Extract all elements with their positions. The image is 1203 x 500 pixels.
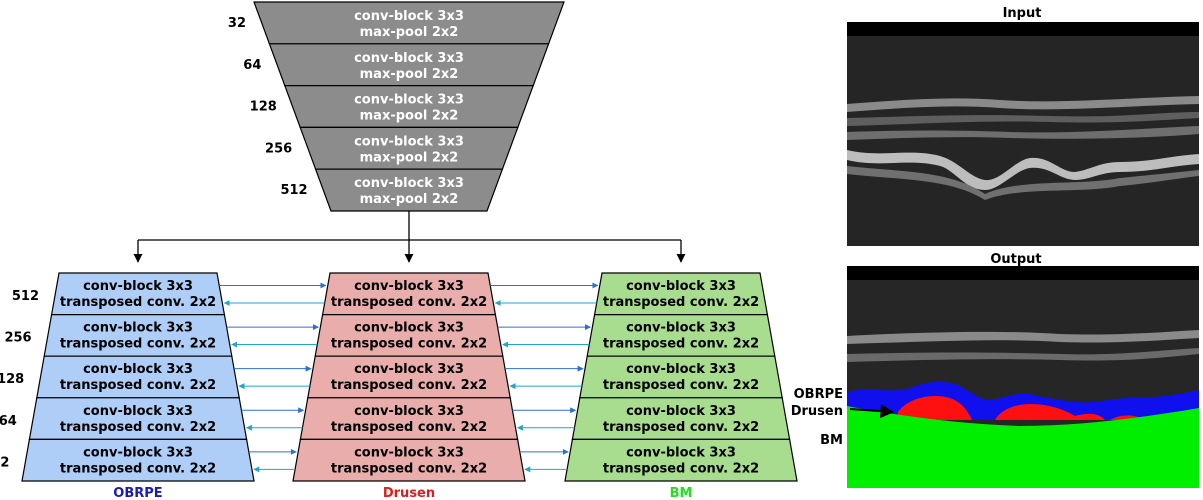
decoder-block-line2: transposed conv. 2x2 xyxy=(60,295,216,310)
decoder-bm-title: BM xyxy=(670,486,693,500)
input-oct-image xyxy=(847,22,1199,246)
decoder-size-label: 32 xyxy=(0,455,9,470)
decoder-block-shape xyxy=(21,438,255,482)
decoder-block-line1: conv-block 3x3 xyxy=(83,362,193,377)
encoder-size-label: 512 xyxy=(280,183,307,198)
decoder-block-line1: conv-block 3x3 xyxy=(354,404,464,419)
decoder-block-line1: conv-block 3x3 xyxy=(626,279,736,294)
encoder-decoder-connectors xyxy=(133,211,686,263)
decoder-block-line2: transposed conv. 2x2 xyxy=(331,295,487,310)
encoder-block-line2: max-pool 2x2 xyxy=(360,25,459,40)
input-title: Input xyxy=(1003,6,1042,21)
decoder-block-line2: transposed conv. 2x2 xyxy=(60,420,216,435)
encoder-size-label: 128 xyxy=(250,100,277,115)
encoder-block-line1: conv-block 3x3 xyxy=(354,51,464,66)
encoder-block-line1: conv-block 3x3 xyxy=(354,9,464,24)
decoder-block-line2: transposed conv. 2x2 xyxy=(603,420,759,435)
encoder-size-label: 64 xyxy=(243,58,261,73)
drusen-pointer-arrow xyxy=(849,404,895,419)
decoder-block-line1: conv-block 3x3 xyxy=(626,404,736,419)
decoder-block-shape xyxy=(292,438,526,482)
decoder-block-line2: transposed conv. 2x2 xyxy=(603,378,759,393)
output-segmentation-image xyxy=(847,266,1199,488)
decoder-block-line1: conv-block 3x3 xyxy=(83,321,193,336)
input-image-panel: Input xyxy=(847,6,1199,246)
decoder-block-line2: transposed conv. 2x2 xyxy=(603,461,759,476)
encoder-block-line1: conv-block 3x3 xyxy=(354,134,464,149)
decoder-size-label: 128 xyxy=(0,372,24,387)
decoder-obrpe-title: OBRPE xyxy=(113,486,162,500)
decoder-block-line1: conv-block 3x3 xyxy=(83,445,193,460)
decoder-block-line1: conv-block 3x3 xyxy=(354,445,464,460)
encoder-block-line2: max-pool 2x2 xyxy=(360,150,459,165)
decoder-block-line1: conv-block 3x3 xyxy=(626,321,736,336)
decoder-block-line1: conv-block 3x3 xyxy=(83,279,193,294)
decoder-block-line2: transposed conv. 2x2 xyxy=(331,337,487,352)
bm-region xyxy=(847,406,1199,488)
decoder-block-line1: conv-block 3x3 xyxy=(83,404,193,419)
encoder-block-line2: max-pool 2x2 xyxy=(360,109,459,124)
output-title: Output xyxy=(990,252,1041,267)
encoder-block-line2: max-pool 2x2 xyxy=(360,67,459,82)
decoder-block-line1: conv-block 3x3 xyxy=(354,362,464,377)
decoder-size-label: 256 xyxy=(4,331,31,346)
decoder-block-line1: conv-block 3x3 xyxy=(354,321,464,336)
decoder-block-line2: transposed conv. 2x2 xyxy=(60,337,216,352)
decoder-block-line1: conv-block 3x3 xyxy=(626,362,736,377)
decoder-block-line2: transposed conv. 2x2 xyxy=(331,378,487,393)
decoder-block-line2: transposed conv. 2x2 xyxy=(60,378,216,393)
decoder-block-line2: transposed conv. 2x2 xyxy=(603,337,759,352)
encoder-block-line1: conv-block 3x3 xyxy=(354,93,464,108)
output-label-bm: BM xyxy=(820,433,843,448)
decoder-block-line1: conv-block 3x3 xyxy=(626,445,736,460)
encoder-block-line1: conv-block 3x3 xyxy=(354,176,464,191)
output-image-panel: Output OBRPE Drusen BM xyxy=(791,252,1199,488)
decoder-size-label: 512 xyxy=(12,289,39,304)
encoder-size-label: 256 xyxy=(265,141,292,156)
drusen-region xyxy=(898,396,1145,420)
decoder-size-label: 64 xyxy=(0,414,17,429)
output-label-obrpe: OBRPE xyxy=(794,387,843,402)
decoder-block-line2: transposed conv. 2x2 xyxy=(60,461,216,476)
output-label-drusen: Drusen xyxy=(791,404,843,419)
encoder-size-label: 32 xyxy=(228,16,246,31)
decoder-block-line2: transposed conv. 2x2 xyxy=(331,420,487,435)
decoder-block-line2: transposed conv. 2x2 xyxy=(603,295,759,310)
encoder-block-line2: max-pool 2x2 xyxy=(360,192,459,207)
decoder-drusen-title: Drusen xyxy=(383,486,435,500)
decoder-block-line1: conv-block 3x3 xyxy=(354,279,464,294)
decoder-block-line2: transposed conv. 2x2 xyxy=(331,461,487,476)
skip-connections xyxy=(219,282,599,473)
decoder-block-shape xyxy=(564,438,798,482)
encoder-block-shape xyxy=(314,168,504,212)
